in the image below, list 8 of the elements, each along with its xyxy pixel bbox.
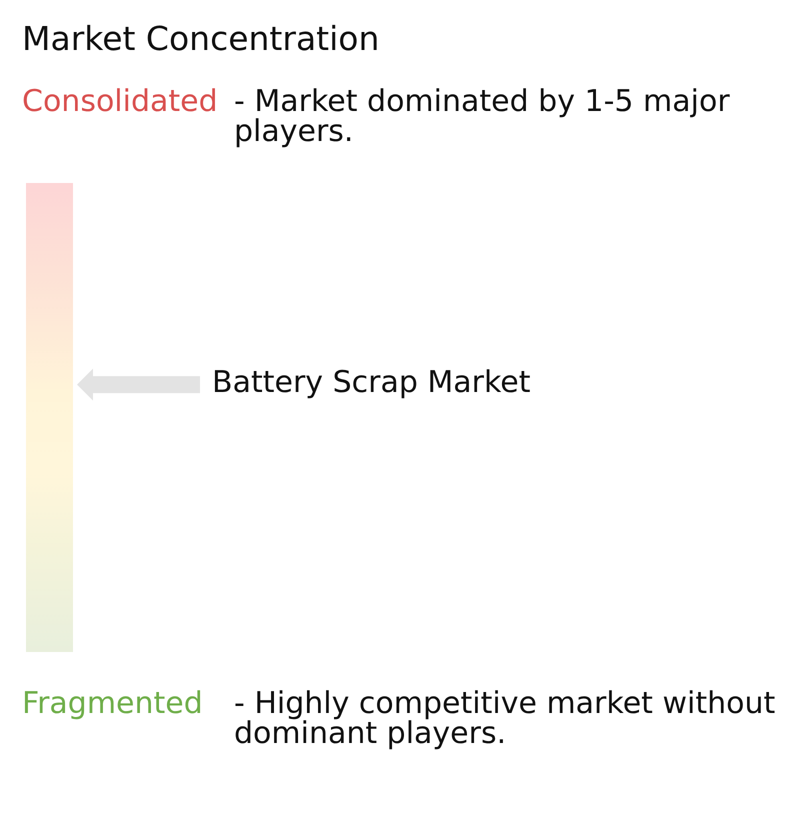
chart-title: Market Concentration <box>22 22 380 59</box>
description-text: - Highly competitive market without dominant players. <box>234 688 776 753</box>
description-text: - Market dominated by 1-5 major players. <box>234 86 731 151</box>
arrow <box>77 368 200 401</box>
gradient-bar <box>26 183 73 652</box>
market-label: Battery Scrap Market <box>212 368 531 402</box>
scale-end-label: Fragmented <box>22 688 203 723</box>
scale-end-label: Consolidated <box>22 86 218 121</box>
